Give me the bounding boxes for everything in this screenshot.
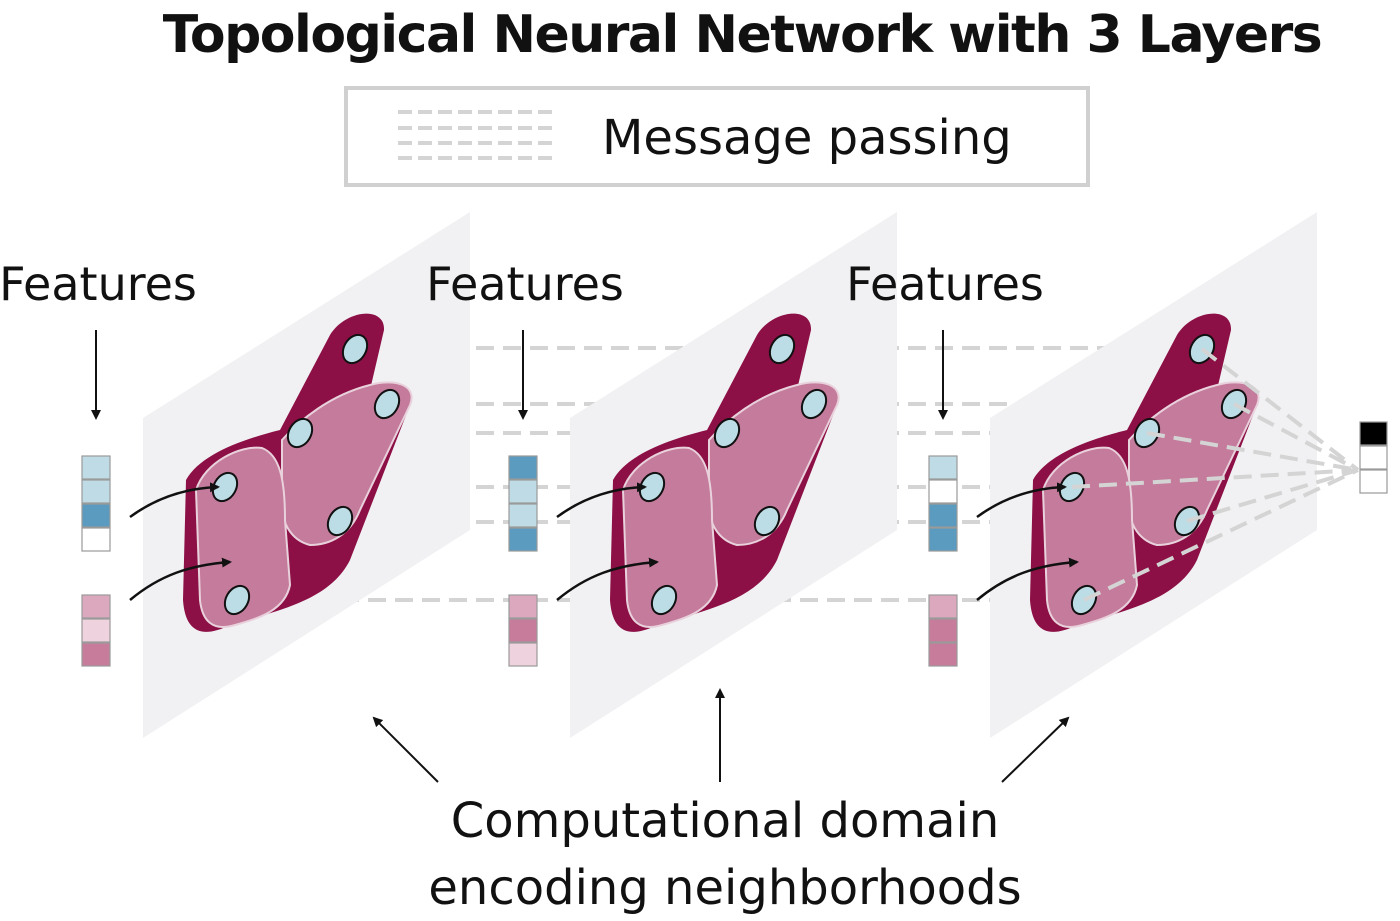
diagram-title: Topological Neural Network with 3 Layers bbox=[163, 5, 1321, 65]
features-label: Features bbox=[0, 257, 197, 311]
features-label: Features bbox=[846, 257, 1044, 311]
layer-1: Features bbox=[0, 212, 470, 738]
feature-cell-top bbox=[508, 503, 538, 528]
feature-to-node-arrow bbox=[556, 482, 647, 519]
readout-line bbox=[1200, 347, 1360, 472]
feature-cell-top bbox=[928, 527, 958, 552]
feature-cell-top bbox=[81, 479, 111, 504]
cell-node bbox=[326, 505, 354, 537]
caption-line-2: encoding neighborhoods bbox=[428, 860, 1021, 916]
feature-cell-bottom bbox=[81, 642, 111, 667]
legend: Message passing bbox=[344, 86, 1090, 187]
readout-line bbox=[1083, 468, 1359, 602]
output-cell bbox=[1359, 445, 1388, 470]
cell-node bbox=[638, 471, 666, 503]
readout-line bbox=[1233, 402, 1359, 472]
feature-cell-bottom bbox=[928, 594, 958, 619]
inner-region-right bbox=[280, 381, 413, 547]
cell-node bbox=[753, 505, 781, 537]
layers: Features Features Features bbox=[0, 212, 1360, 738]
feature-to-node-arrow bbox=[129, 482, 220, 519]
cell-node bbox=[211, 471, 239, 503]
feature-cell-bottom bbox=[928, 618, 958, 643]
feature-cell-bottom bbox=[928, 642, 958, 667]
readout-line bbox=[1071, 468, 1359, 489]
caption-arrow-right bbox=[1001, 716, 1070, 783]
caption-arrow-left bbox=[372, 716, 439, 783]
cell-node bbox=[650, 584, 678, 616]
cell-node bbox=[223, 584, 251, 616]
inner-region-right bbox=[707, 381, 840, 547]
readout-line bbox=[1146, 431, 1359, 472]
cell-node bbox=[768, 333, 796, 365]
feature-cell-bottom bbox=[508, 618, 538, 643]
readout-lines bbox=[1071, 347, 1360, 602]
inner-region-right bbox=[1127, 381, 1260, 547]
output-vector bbox=[1359, 421, 1388, 494]
feature-cell-bottom bbox=[508, 642, 538, 667]
cell-node bbox=[713, 417, 741, 449]
feature-cell-top bbox=[81, 503, 111, 528]
legend-label: Message passing bbox=[602, 110, 1012, 166]
message-passing-swatch bbox=[398, 110, 552, 160]
feature-cell-top bbox=[928, 503, 958, 528]
feature-cell-top bbox=[508, 527, 538, 552]
feature-cell-top bbox=[928, 455, 958, 480]
feature-cell-bottom bbox=[508, 594, 538, 619]
feature-cell-top bbox=[508, 455, 538, 480]
features-label: Features bbox=[426, 257, 624, 311]
layer-2: Features bbox=[426, 212, 897, 738]
feature-to-node-arrow bbox=[556, 557, 659, 601]
output-cell bbox=[1359, 421, 1388, 446]
cell-node bbox=[800, 388, 828, 420]
readout-line bbox=[1186, 468, 1359, 523]
feature-to-node-arrow bbox=[129, 557, 232, 601]
legend-box bbox=[344, 86, 1090, 187]
cell-node bbox=[341, 333, 369, 365]
feature-cell-bottom bbox=[81, 594, 111, 619]
caption-arrows bbox=[372, 688, 1070, 783]
cropped-left-glyph: J bbox=[0, 520, 2, 574]
caption-line-1: Computational domain bbox=[451, 793, 999, 849]
feature-cell-top bbox=[508, 479, 538, 504]
feature-to-node-arrow bbox=[976, 482, 1067, 519]
feature-cell-top bbox=[81, 527, 111, 552]
feature-cell-bottom bbox=[81, 618, 111, 643]
layer-3: Features bbox=[846, 212, 1317, 738]
cell-node bbox=[373, 388, 401, 420]
feature-cell-top bbox=[81, 455, 111, 480]
feature-to-node-arrow bbox=[976, 557, 1079, 601]
feature-cell-top bbox=[928, 479, 958, 504]
cell-node bbox=[286, 417, 314, 449]
output-cell bbox=[1359, 469, 1388, 494]
